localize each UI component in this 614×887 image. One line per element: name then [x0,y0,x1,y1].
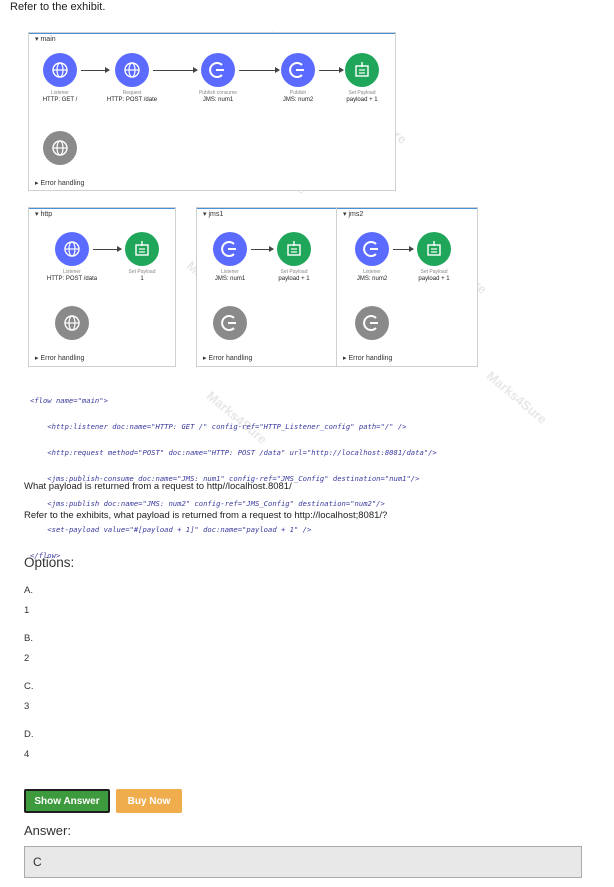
intro-text: Refer to the exhibit. [10,1,106,13]
set-payload-node[interactable] [417,232,451,266]
flow-http: ▾ http Listener HTTP: POST /data Set Pay… [28,207,176,367]
set-payload-node[interactable] [277,232,311,266]
question-text: What payload is returned from a request … [24,481,292,492]
option-letter-d: D. [24,729,34,740]
flow-main: ▾ main Listener HTTP: GET / Request HTTP… [28,32,396,191]
jms-icon [221,315,236,331]
jms-listener-node[interactable] [355,232,389,266]
jms-publish-node[interactable] [281,53,315,87]
jms-icon [363,315,378,331]
option-value-c[interactable]: 3 [24,701,30,712]
jms-icon [363,241,378,257]
option-value-b[interactable]: 2 [24,653,30,664]
flow-title: ▾ main [35,36,56,43]
set-payload-icon [287,241,301,256]
error-handler-node[interactable] [355,306,389,340]
buy-now-button[interactable]: Buy Now [116,789,182,813]
error-handling-toggle[interactable]: ▸ Error handling [343,355,393,362]
option-letter-a: A. [24,585,33,596]
option-value-a[interactable]: 1 [24,605,30,616]
http-request-node[interactable] [115,53,149,87]
globe-icon [52,140,68,156]
globe-icon [124,62,140,78]
xml-line: <http:request method="POST" doc:name="HT… [30,447,437,457]
flow-jms2: ▾ jms2 Listener JMS: num2 Set Payload pa… [336,207,478,367]
xml-line: <flow name="main"> [30,396,108,406]
globe-icon [52,62,68,78]
error-handling-toggle[interactable]: ▸ Error handling [35,355,85,362]
error-handler-node[interactable] [43,131,77,165]
answer-value: C [33,855,42,869]
http-listener-node[interactable] [55,232,89,266]
jms-icon [221,241,236,257]
error-handler-node[interactable] [55,306,89,340]
xml-line: <set-payload value="#[payload + 1]" doc:… [30,525,312,535]
set-payload-node[interactable] [125,232,159,266]
xml-line: <jms:publish doc:name="JMS: num2" config… [30,499,385,509]
question-text-2: Refer to the exhibits, what payload is r… [24,510,388,521]
option-letter-b: B. [24,633,33,644]
set-payload-node[interactable] [345,53,379,87]
xml-code-block: <flow name="main"> <http:listener doc:na… [30,380,437,578]
jms-icon [289,62,304,78]
error-handler-node[interactable] [213,306,247,340]
answer-label: Answer: [24,823,71,838]
xml-line: <jms:publish-consume doc:name="JMS: num1… [30,473,420,483]
xml-line: <http:listener doc:name="HTTP: GET /" co… [30,421,407,431]
jms-icon [209,62,224,78]
flow-jms1: ▾ jms1 Listener JMS: num1 Set Payload pa… [196,207,338,367]
error-handling-toggle[interactable]: ▸ Error handling [203,355,253,362]
exhibit: Marks4Sure Marks4Sure Marks4Sure Marks4S… [28,28,550,559]
http-listener-node[interactable] [43,53,77,87]
option-value-d[interactable]: 4 [24,749,30,760]
globe-icon [64,241,80,257]
set-payload-icon [135,241,149,256]
globe-icon [64,315,80,331]
xml-line: </flow> [30,550,61,560]
options-title: Options: [24,555,75,570]
jms-publish-consume-node[interactable] [201,53,235,87]
option-letter-c: C. [24,681,34,692]
error-handling-toggle[interactable]: ▸ Error handling [35,180,85,187]
set-payload-icon [427,241,441,256]
show-answer-button[interactable]: Show Answer [24,789,110,813]
answer-box: C [24,846,582,878]
jms-listener-node[interactable] [213,232,247,266]
set-payload-icon [355,62,369,77]
